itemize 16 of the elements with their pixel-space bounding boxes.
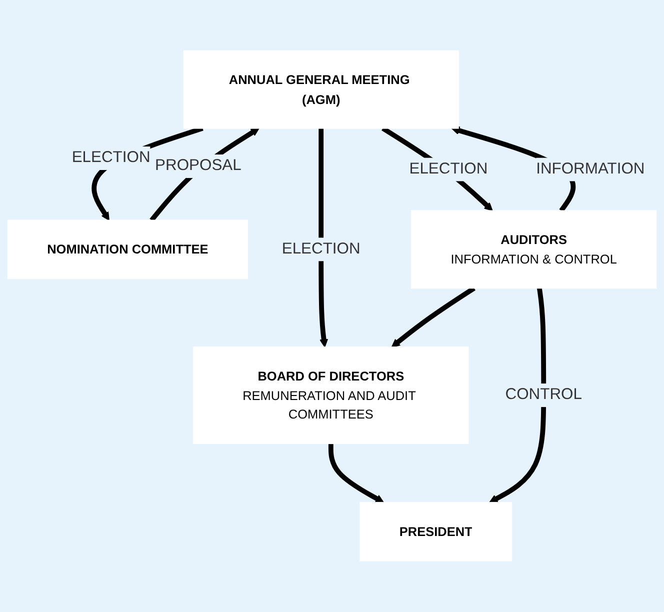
arrow [391, 286, 476, 348]
arrow [150, 128, 260, 222]
node-box: PRESIDENT [360, 502, 512, 562]
arrow [318, 128, 328, 348]
node-box: AUDITORS INFORMATION & CONTROL [411, 210, 657, 289]
edge-label: CONTROL [505, 386, 582, 404]
edge-label: PROPOSAL [155, 158, 242, 174]
arrow [489, 288, 546, 503]
edge-label: INFORMATION [536, 160, 645, 178]
edge-label: ELECTION [409, 160, 488, 178]
node-box: BOARD OF DIRECTORS REMUNERATION AND AUDIT COMMITTEES [193, 346, 469, 444]
edge-label: ELECTION [72, 150, 150, 166]
arrow [328, 444, 384, 503]
edge-label: ELECTION [282, 240, 360, 258]
node-box: ANNUAL GENERAL MEETING (AGM) [183, 50, 459, 129]
node-box: NOMINATION COMMITTEE [7, 220, 248, 280]
